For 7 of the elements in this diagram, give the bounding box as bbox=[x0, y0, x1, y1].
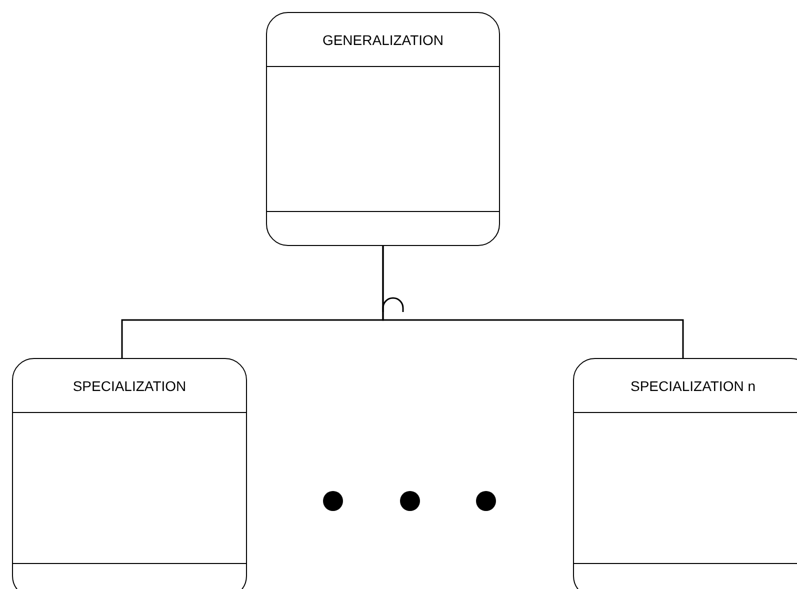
connector-line bbox=[382, 246, 684, 358]
entity-box bbox=[266, 12, 500, 246]
entity-name: SPECIALIZATION n bbox=[630, 378, 756, 394]
entity-name: GENERALIZATION bbox=[322, 32, 444, 48]
entity-box bbox=[12, 358, 247, 589]
entity-name: SPECIALIZATION bbox=[72, 378, 186, 394]
entity-box bbox=[573, 358, 797, 589]
